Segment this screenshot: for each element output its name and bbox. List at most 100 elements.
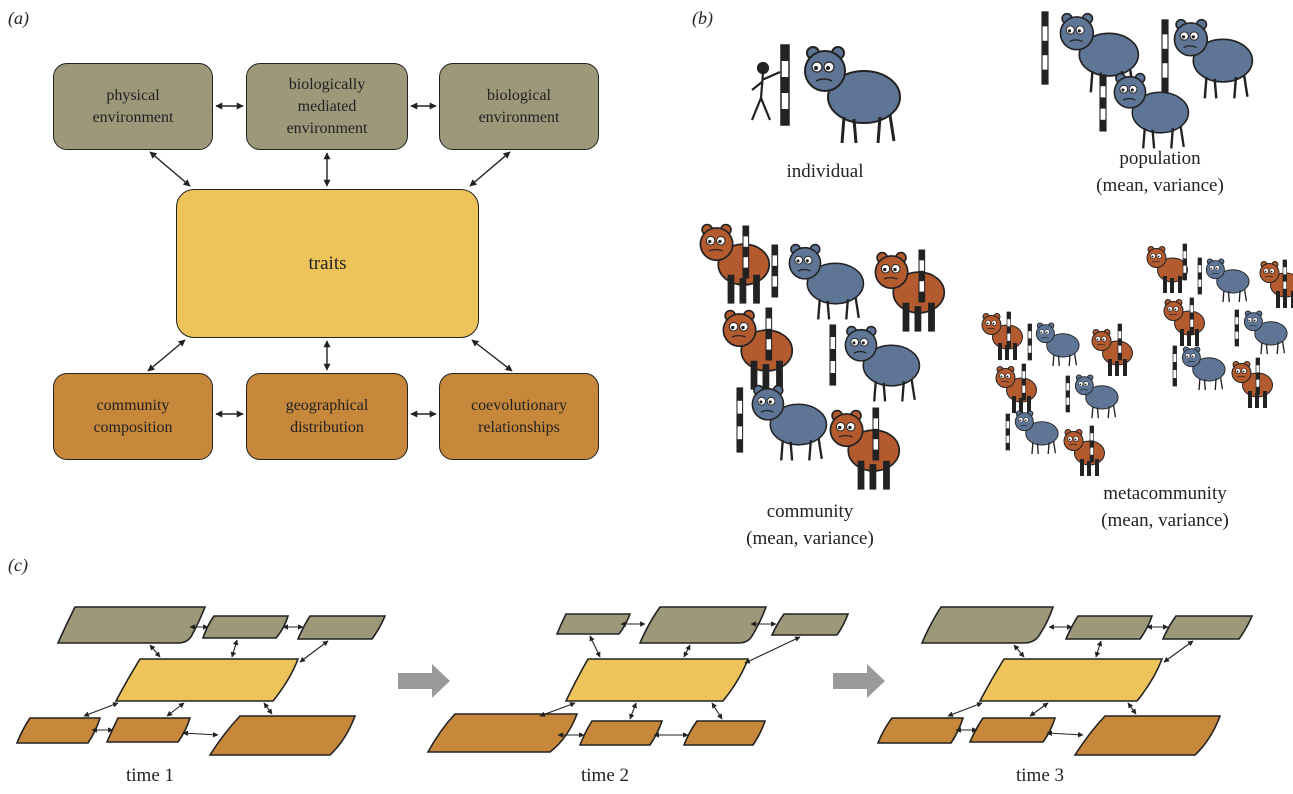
measuring-pole: [1282, 259, 1287, 297]
community-illustration: [699, 223, 946, 491]
blue-creature: [788, 243, 865, 321]
measuring-pole: [1099, 74, 1107, 132]
individual-illustration: [750, 44, 902, 145]
blue-creature: [803, 45, 902, 145]
red-creature: [1091, 329, 1133, 377]
env-shape: [555, 613, 632, 635]
time-2-network: [426, 606, 850, 753]
outcome-shape: [15, 717, 102, 744]
measuring-pole: [1027, 323, 1032, 361]
outcome-shape: [682, 720, 767, 746]
blue-creature: [844, 325, 921, 403]
outcome-shape: [968, 717, 1057, 743]
measuring-pole: [1065, 375, 1070, 413]
measuring-pole: [918, 249, 926, 303]
stick-figure: [750, 61, 781, 121]
blue-creature: [1014, 410, 1059, 455]
measuring-pole: [1021, 363, 1026, 401]
blue-creature: [1173, 18, 1254, 100]
red-creature: [995, 366, 1037, 414]
time-1-caption: time 1: [125, 765, 175, 786]
panel-c-label: (c): [8, 555, 28, 575]
outcome-shape: [578, 720, 664, 746]
progress-arrow: [833, 664, 885, 698]
geographical-distribution-box: geographical distribution: [246, 373, 408, 460]
red-creature: [722, 309, 794, 391]
blue-creature: [1113, 72, 1190, 150]
measuring-pole: [1117, 323, 1122, 361]
community-caption: community (mean, variance): [746, 501, 874, 549]
red-creature: [1146, 246, 1188, 294]
arrow-traits-coevolutionary: [471, 339, 513, 372]
population-caption: population (mean, variance): [1096, 148, 1224, 196]
measuring-pole: [1005, 413, 1010, 451]
red-creature: [699, 223, 771, 305]
red-creature: [981, 313, 1023, 361]
env-shape: [56, 606, 207, 644]
measuring-pole: [1197, 257, 1202, 295]
population-illustration: [1041, 11, 1254, 150]
blue-creature: [1074, 374, 1119, 419]
measuring-pole: [742, 225, 750, 279]
outcome-shape: [1073, 715, 1222, 756]
env-shape: [296, 615, 387, 640]
panel-a-label: (a): [8, 8, 29, 28]
blue-creature: [1181, 346, 1226, 391]
arrow-traits-community: [147, 339, 186, 372]
outcome-shape: [105, 717, 192, 743]
arrow-biological-traits: [469, 151, 511, 187]
env-shape: [1161, 615, 1254, 640]
measuring-pole: [829, 324, 837, 386]
measuring-pole: [1161, 19, 1169, 93]
blue-creature: [1035, 322, 1080, 367]
individual-caption: individual: [786, 161, 864, 182]
env-shape: [1064, 615, 1154, 640]
measuring-pole: [736, 387, 744, 453]
measuring-pole: [1255, 357, 1260, 395]
outcome-shape: [876, 717, 965, 744]
blue-creature: [1205, 258, 1250, 303]
trait-shape: [564, 658, 750, 702]
metacommunity-caption: metacommunity (mean, variance): [1101, 483, 1229, 531]
outcome-shape: [426, 713, 579, 753]
env-shape: [638, 606, 768, 644]
red-creature: [1163, 299, 1205, 347]
measuring-pole: [872, 407, 880, 461]
traits-box: traits: [176, 189, 479, 338]
trait-shape: [114, 658, 300, 702]
time-3-network: [876, 606, 1254, 756]
measuring-pole: [1041, 11, 1049, 85]
red-creature: [1231, 361, 1273, 409]
trait-shape: [978, 658, 1164, 702]
measuring-pole: [1006, 311, 1011, 349]
arrow-physical-traits: [149, 151, 191, 187]
measuring-pole: [1189, 297, 1194, 335]
time-3-caption: time 3: [1015, 765, 1065, 786]
measuring-pole: [1172, 345, 1177, 387]
measuring-pole: [1089, 425, 1094, 463]
biological-environment-box: biological environment: [439, 63, 599, 150]
community-composition-box: community composition: [53, 373, 213, 460]
metacommunity-illustration: [981, 243, 1293, 477]
red-creature: [829, 409, 901, 491]
physical-environment-box: physical environment: [53, 63, 213, 150]
panel-b-label: (b): [692, 8, 713, 28]
blue-creature: [751, 384, 828, 462]
outcome-shape: [208, 715, 357, 756]
measuring-pole: [1182, 243, 1187, 281]
time-2-caption: time 2: [580, 765, 630, 786]
red-creature: [1259, 261, 1293, 309]
red-creature: [1063, 429, 1105, 477]
env-shape: [201, 615, 290, 639]
panel-a-arrows: [147, 102, 513, 418]
measuring-pole: [780, 44, 790, 126]
env-shape: [770, 613, 850, 636]
progress-arrow: [398, 664, 450, 698]
time-1-network: [15, 606, 387, 756]
red-creature: [874, 251, 946, 333]
measuring-pole: [1234, 309, 1239, 347]
measuring-pole: [765, 307, 773, 361]
coevolutionary-relationships-box: coevolutionary relationships: [439, 373, 599, 460]
biologically-mediated-environment-box: biologically mediated environment: [246, 63, 408, 150]
env-shape: [920, 606, 1055, 644]
